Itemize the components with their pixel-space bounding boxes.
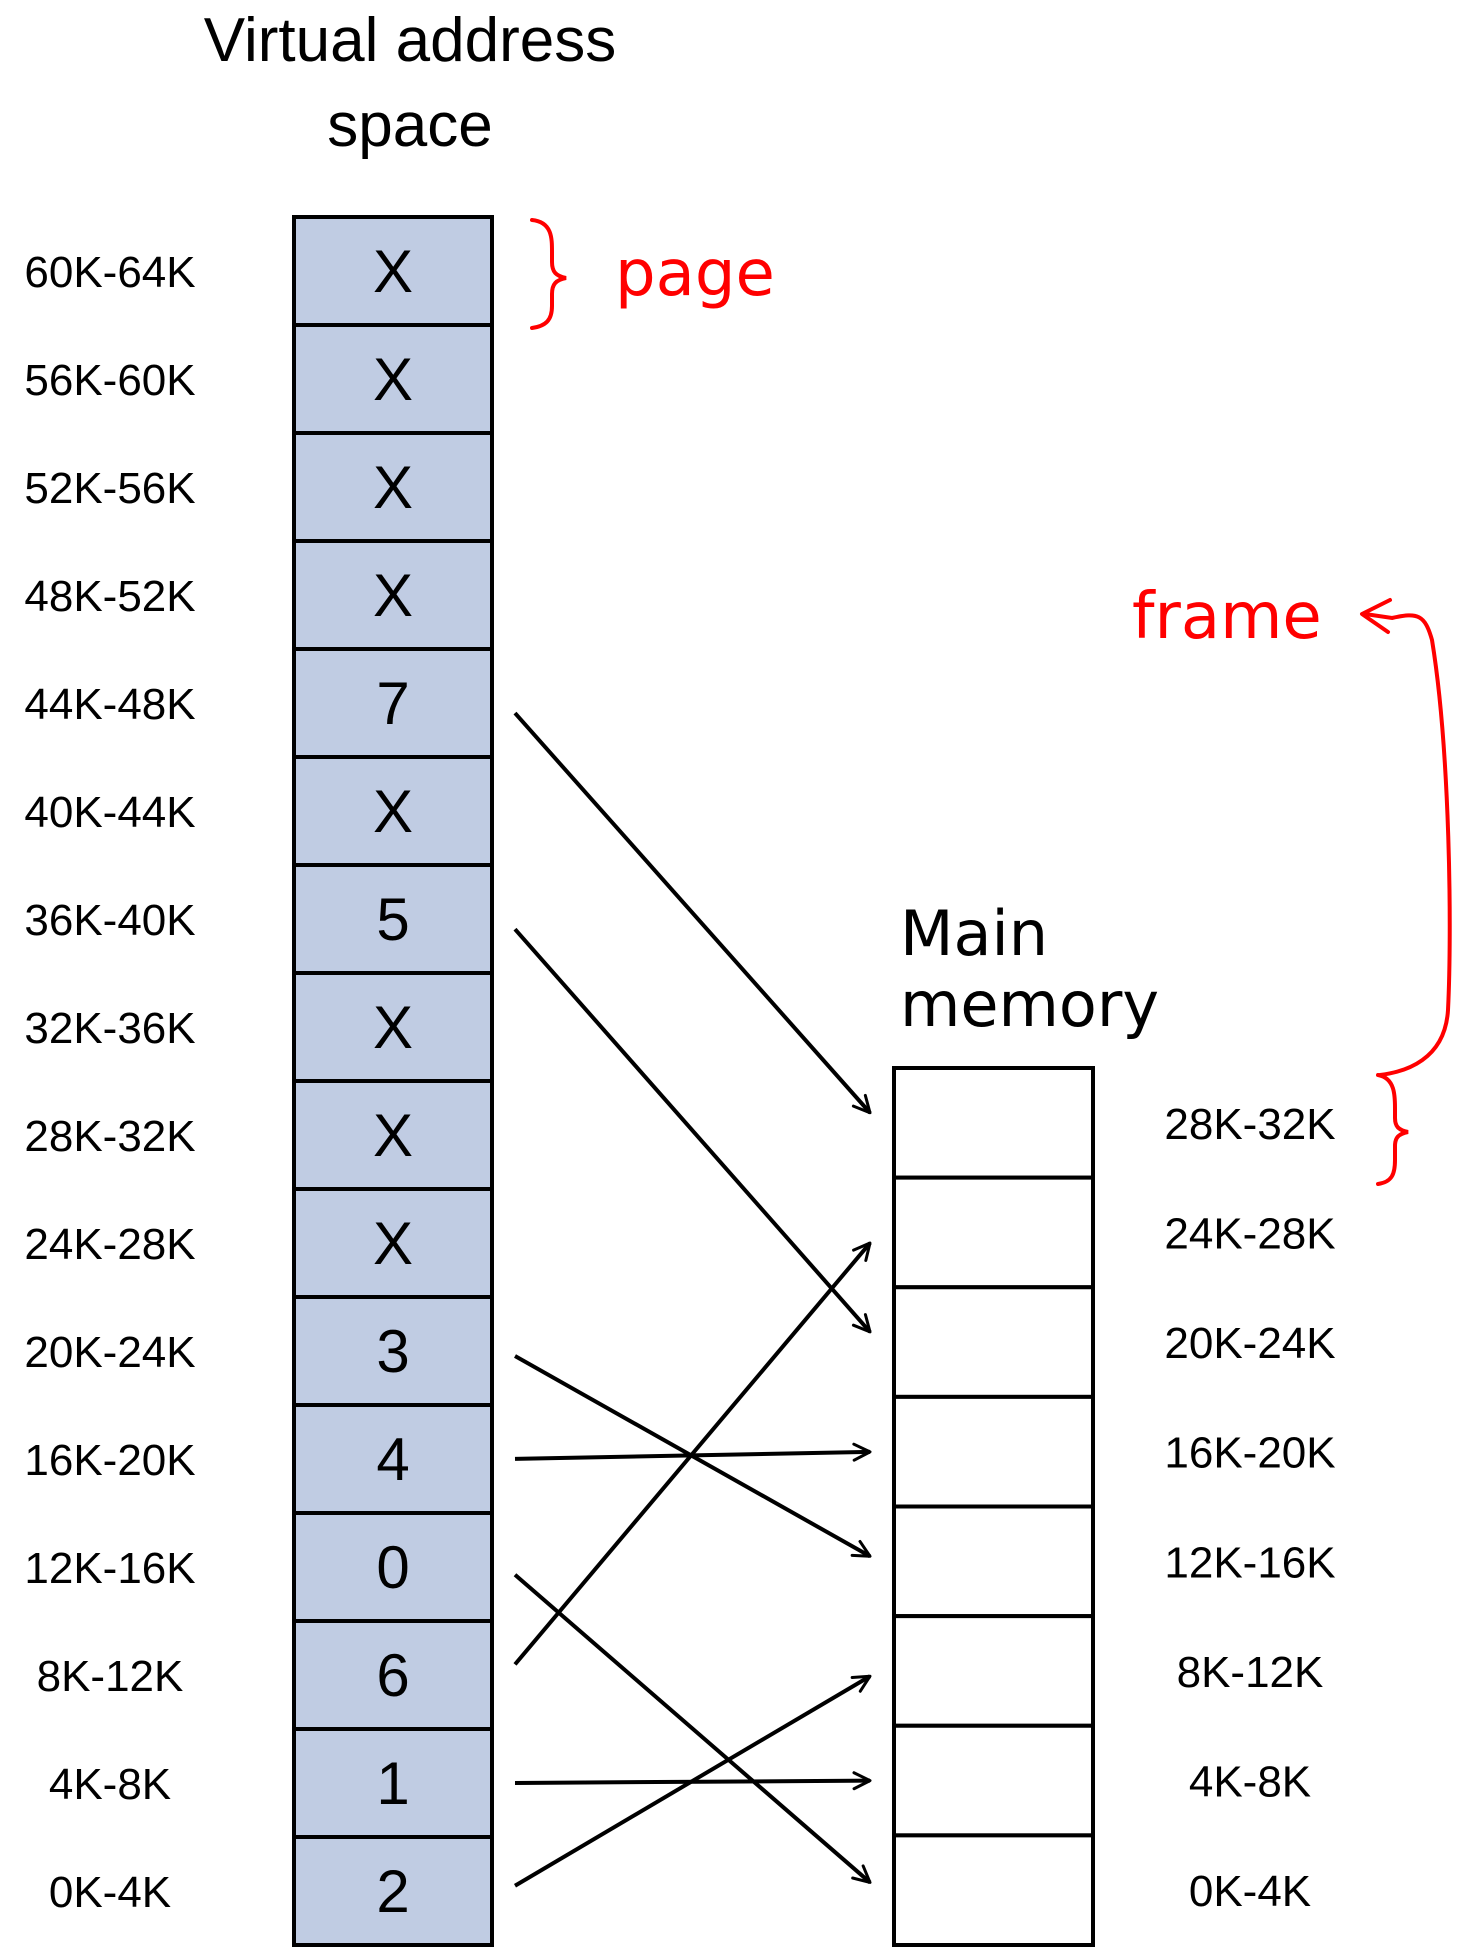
page-cell: [292, 1619, 494, 1731]
page-cell-value: X: [373, 562, 413, 629]
page-cell: [292, 215, 494, 327]
page-range-label: 52K-56K: [24, 464, 195, 513]
virtual-space-title-line2: space: [327, 91, 492, 160]
main-memory-title-line2: memory: [900, 968, 1159, 1041]
frame-range-label: 16K-20K: [1164, 1429, 1335, 1478]
frame-range-label: 28K-32K: [1164, 1100, 1335, 1149]
page-cell: [292, 323, 494, 435]
page-cell: [292, 1835, 494, 1947]
page-cell: [292, 539, 494, 651]
page-range-label: 4K-8K: [49, 1760, 171, 1809]
frame-cell: [892, 1066, 1095, 1180]
page-cell: [292, 971, 494, 1083]
main-memory-title-line1: Main: [900, 897, 1048, 970]
page-range-label: 12K-16K: [24, 1544, 195, 1593]
page-range-label: 60K-64K: [24, 248, 195, 297]
page-cell-value: X: [373, 1102, 413, 1169]
page-cell-value: 0: [376, 1534, 409, 1601]
frame-return-arrow-head: [1360, 598, 1392, 634]
frame-return-arrow: [1363, 612, 1452, 1077]
page-range-label: 32K-36K: [24, 1004, 195, 1053]
mapping-arrow: [513, 1241, 872, 1666]
page-range-label: 24K-28K: [24, 1220, 195, 1269]
page-range-label: 20K-24K: [24, 1328, 195, 1377]
mapping-arrow: [513, 711, 872, 1115]
mapping-arrows: [513, 711, 872, 1888]
page-cell-value: 1: [376, 1750, 409, 1817]
frame-range-label: 24K-28K: [1164, 1209, 1335, 1258]
frame-brace: [1376, 1073, 1409, 1186]
page-range-label: 44K-48K: [24, 680, 195, 729]
page-cell-value: X: [373, 454, 413, 521]
page-cell-value: 2: [376, 1858, 409, 1925]
page-range-label: 56K-60K: [24, 356, 195, 405]
page-range-label: 8K-12K: [37, 1652, 184, 1701]
page-cell: [292, 1295, 494, 1407]
page-cell-value: X: [373, 994, 413, 1061]
frame-cell: [892, 1614, 1095, 1728]
frame-cell: [892, 1175, 1095, 1290]
virtual-space-title-line1: Virtual address: [204, 6, 616, 75]
frame-range-label: 4K-8K: [1189, 1758, 1311, 1807]
page-cell-value: 5: [376, 886, 409, 953]
frame-cell: [892, 1504, 1095, 1619]
frame-cell: [892, 1285, 1095, 1399]
frame-label: frame: [1132, 580, 1322, 654]
mapping-arrow: [513, 1573, 872, 1884]
frame-range-label: 0K-4K: [1189, 1867, 1311, 1916]
page-cell: [292, 1187, 494, 1299]
page-brace: [530, 218, 567, 330]
frame-cell: [892, 1833, 1095, 1947]
frame-range-label: 12K-16K: [1164, 1538, 1335, 1587]
page-cell-value: 6: [376, 1642, 409, 1709]
page-range-label: 28K-32K: [24, 1112, 195, 1161]
page-cell-value: 4: [376, 1426, 409, 1493]
page-cell-value: 3: [376, 1318, 409, 1385]
page-cell: [292, 1403, 494, 1515]
page-cell-value: X: [373, 1210, 413, 1277]
page-cell-value: X: [373, 778, 413, 845]
page-range-label: 40K-44K: [24, 788, 195, 837]
frame-cell: [892, 1394, 1095, 1509]
page-range-label: 0K-4K: [49, 1868, 171, 1917]
page-cell-value: X: [373, 346, 413, 413]
frame-cell: [892, 1723, 1095, 1838]
mapping-arrow: [513, 1674, 872, 1888]
page-range-label: 48K-52K: [24, 572, 195, 621]
page-cell-value: 7: [376, 670, 409, 737]
page-range-label: 36K-40K: [24, 896, 195, 945]
frame-range-label: 8K-12K: [1177, 1648, 1324, 1697]
virtual-pages: X 60K-64K X 56K-60K X 52K-56K X 48K-52K 7 44K-48K…: [24, 215, 494, 1947]
memory-frames: 28K-32K 24K-28K 20K-24K 16K-20K 12K-16K 8K-12…: [892, 1066, 1336, 1947]
mapping-arrow: [513, 927, 872, 1334]
frame-range-label: 20K-24K: [1164, 1319, 1335, 1368]
page-cell: [292, 755, 494, 867]
page-range-label: 16K-20K: [24, 1436, 195, 1485]
page-cell-value: X: [373, 238, 413, 305]
page-label: page: [615, 237, 775, 311]
